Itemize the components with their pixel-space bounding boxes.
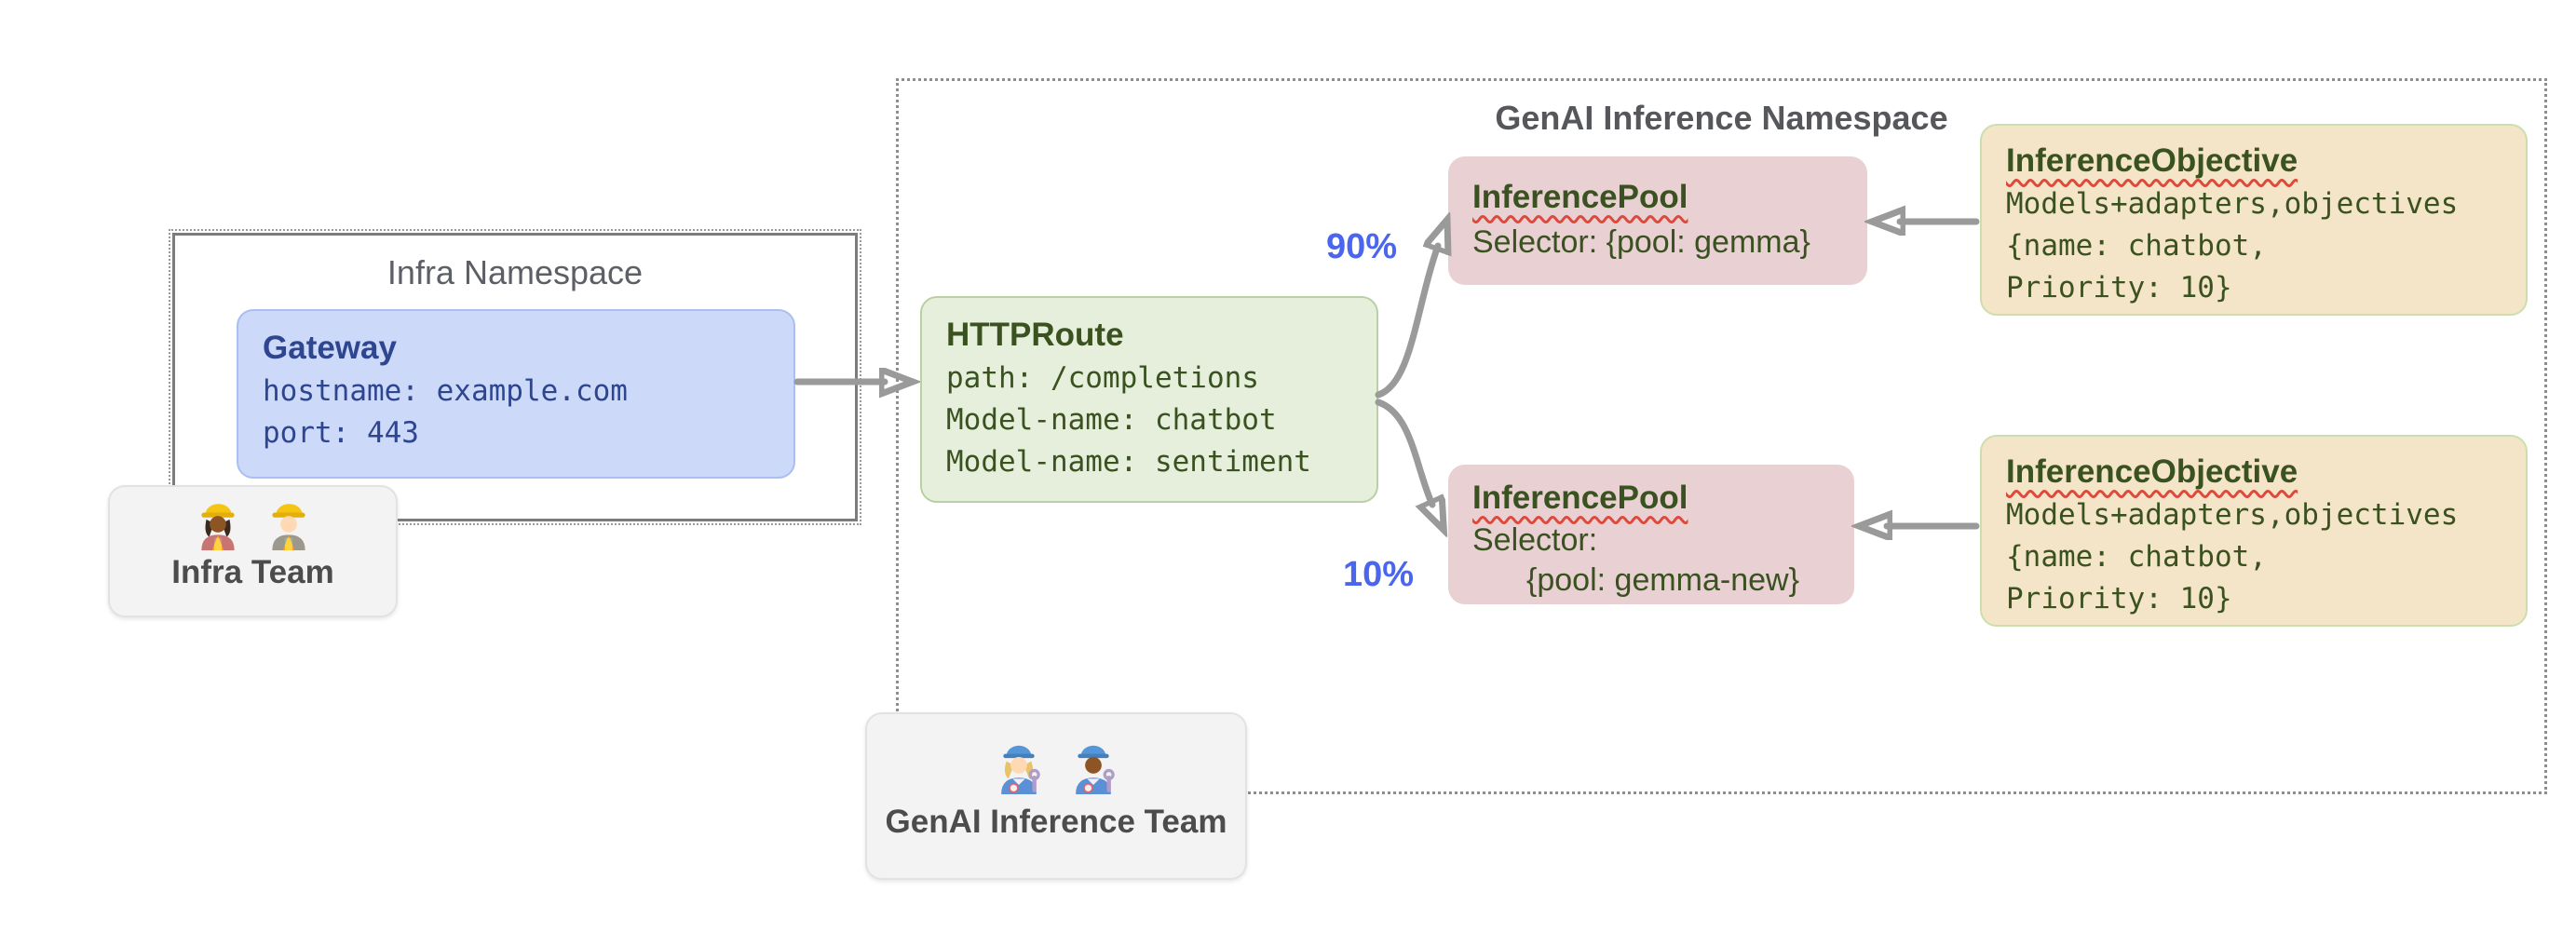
gateway-title: Gateway	[263, 330, 397, 366]
httproute-title: HTTPRoute	[946, 317, 1124, 353]
inference-pool-selector: Selector: {pool: gemma}	[1472, 224, 1810, 261]
inference-pool-selector-key: Selector:	[1472, 522, 1598, 559]
man-construction-worker-icon	[271, 504, 305, 550]
genai-inference-team-card: GenAI Inference Team	[865, 712, 1247, 880]
woman-mechanic-icon	[1001, 745, 1040, 794]
objective-name-line: {name: chatbot,	[2006, 229, 2267, 264]
inference-pool-title: InferencePool	[1472, 175, 1843, 220]
gateway-hostname: hostname: example.com	[263, 374, 628, 409]
inference-objective-top-box: InferenceObjective Models+adapters,objec…	[1980, 124, 2528, 316]
inference-pool-title-text: InferencePool	[1472, 480, 1688, 516]
inference-pool-gemma-new-box: InferencePool Selector: {pool: gemma-new…	[1448, 465, 1854, 604]
gateway-box: Gateway hostname: example.com port: 443	[237, 309, 795, 479]
man-mechanic-icon	[1076, 745, 1115, 794]
inference-objective-title-text: InferenceObjective	[2006, 142, 2298, 179]
httproute-model-sentiment: Model-name: sentiment	[946, 445, 1311, 480]
infra-namespace-title: Infra Namespace	[386, 253, 644, 291]
genai-inference-namespace-boundary	[896, 78, 2547, 794]
weight-10-label: 10%	[1343, 555, 1415, 594]
inference-objective-title: InferenceObjective	[2006, 450, 2501, 494]
httproute-path: path: /completions	[946, 361, 1259, 396]
inference-objective-bottom-box: InferenceObjective Models+adapters,objec…	[1980, 435, 2528, 627]
objective-name-line: {name: chatbot,	[2006, 540, 2267, 575]
inference-pool-selector-value: {pool: gemma-new}	[1526, 561, 1799, 598]
inference-pool-gemma-box: InferencePool Selector: {pool: gemma}	[1448, 156, 1867, 285]
inference-pool-title-text: InferencePool	[1472, 179, 1688, 215]
genai-inference-namespace-title: GenAI Inference Namespace	[1495, 99, 1948, 137]
weight-90-label: 90%	[1326, 227, 1398, 266]
infra-team-icons	[195, 498, 312, 550]
httproute-box: HTTPRoute path: /completions Model-name:…	[920, 296, 1378, 503]
objective-models-line: Models+adapters,objectives	[2006, 498, 2459, 533]
objective-priority-line: Priority: 10}	[2006, 582, 2232, 616]
httproute-model-chatbot: Model-name: chatbot	[946, 403, 1277, 438]
objective-models-line: Models+adapters,objectives	[2006, 187, 2459, 222]
gateway-port: port: 443	[263, 416, 419, 451]
genai-team-icons	[994, 738, 1119, 794]
inference-pool-title: InferencePool	[1472, 476, 1830, 521]
woman-construction-worker-icon	[200, 504, 235, 550]
objective-priority-line: Priority: 10}	[2006, 271, 2232, 305]
infra-team-card: Infra Team	[108, 485, 398, 617]
inference-objective-title: InferenceObjective	[2006, 139, 2501, 183]
genai-team-label: GenAI Inference Team	[885, 804, 1227, 840]
inference-objective-title-text: InferenceObjective	[2006, 453, 2298, 490]
infra-team-label: Infra Team	[171, 554, 334, 590]
